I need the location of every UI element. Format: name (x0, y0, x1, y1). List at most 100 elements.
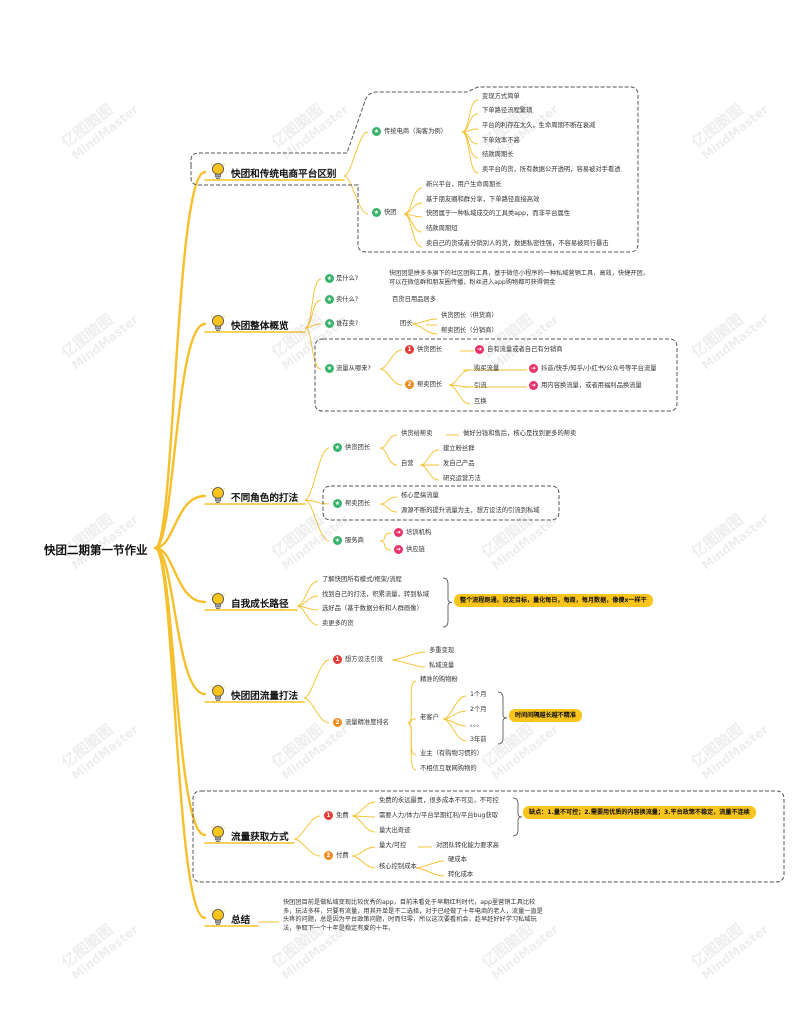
green-star-icon: ★ (333, 443, 342, 452)
branch-6-title[interactable]: 流量获取方式 (231, 832, 289, 843)
b3-helper-item[interactable]: 源源不断的提升流量为主，想方设法的引流到私域 (401, 507, 540, 514)
b3-supply-to-helper[interactable]: 供货给帮卖 (401, 430, 433, 437)
arrow-right-icon: ➜ (394, 528, 403, 537)
number-1-icon: 1 (405, 345, 414, 354)
b5-callout[interactable]: 时间间隔越长越不精准 (509, 709, 582, 722)
root-topic[interactable]: 快团二期第一节作业 (44, 543, 148, 557)
b2-q-sell-what[interactable]: 卖什么? (336, 296, 359, 303)
b5-attract-item[interactable]: 多重变现 (429, 647, 455, 654)
b1-n1-item[interactable]: 变现方式简单 (482, 93, 520, 100)
b1-n1-item[interactable]: 下单路径流程繁琐 (482, 107, 533, 114)
b5-old-item[interactable]: 1个月 (470, 691, 487, 698)
b5-old-customer[interactable]: 老客户 (420, 714, 439, 721)
b1-n2-item[interactable]: 卖自己的货或者分销别人的货，数据私密性强，不容易被同行暴击 (426, 240, 609, 247)
b1-node-kuaituan[interactable]: 快团 (384, 209, 397, 216)
lightbulb-icon (210, 908, 226, 925)
b1-node-traditional[interactable]: 传统电商（淘客为例） (384, 128, 447, 135)
dashed-frames (190, 86, 785, 883)
branch-2-title[interactable]: 快团整体概览 (231, 321, 289, 332)
branch-3-title[interactable]: 不同角色的打法 (231, 493, 299, 504)
b5-rest-item[interactable]: 不相信互联网购物的 (420, 765, 477, 772)
b1-n2-item[interactable]: 基于朋友圈和群分享，下单路径直接高效 (426, 196, 540, 203)
b6-paid[interactable]: 付费 (336, 852, 349, 859)
arrow-right-icon: ➜ (529, 364, 538, 373)
lightbulb-icon (210, 825, 226, 842)
b1-n2-item[interactable]: 结款周期短 (426, 225, 458, 232)
b2-attract[interactable]: 引流 (474, 382, 487, 389)
branch-connector-lines (153, 170, 345, 927)
b2-q-who-item[interactable]: 供货团长（供货商） (441, 312, 498, 319)
b3-helper[interactable]: 帮卖团长 (345, 500, 371, 507)
b3-service-item[interactable]: 培训机构 (406, 529, 432, 536)
b2-buy-traffic-leaf[interactable]: 抖音/快手/知乎/小红书/公众号等平台流量 (541, 365, 657, 372)
b5-old-item[interactable]: 。。。 (470, 721, 483, 728)
b2-q-what[interactable]: 是什么? (336, 275, 359, 282)
b5-old-item[interactable]: 3年前 (470, 736, 487, 743)
b4-item[interactable]: 卖更多的货 (322, 620, 354, 627)
b5-attract[interactable]: 想方设法引流 (345, 656, 383, 663)
b3-self-run-item[interactable]: 建立粉丝群 (443, 445, 475, 452)
b2-q-who[interactable]: 谁在卖? (336, 320, 359, 327)
b6-core-cost-item[interactable]: 硬成本 (448, 856, 467, 863)
b4-item[interactable]: 选好品（基于数据分析和人群画像） (322, 605, 423, 612)
lightbulb-icon (210, 684, 226, 701)
b6-core-cost[interactable]: 核心控制成本 (379, 863, 417, 870)
branch-4-title[interactable]: 自我成长路径 (231, 599, 289, 610)
b2-q-what-text[interactable]: 快团团是拼多多旗下的社区团购工具，基于微信小程序的一种私域营销工具，高效，快捷开… (389, 270, 649, 286)
b4-item[interactable]: 了解快团所有模式/框架/流程 (322, 576, 402, 583)
b6-paid-item[interactable]: 量大/可控 (379, 842, 407, 849)
b3-self-run[interactable]: 自营 (401, 460, 414, 467)
b5-precision[interactable]: 流量精准度排名 (345, 719, 390, 726)
b3-self-run-item[interactable]: 发自己产品 (443, 460, 475, 467)
branch-1-title[interactable]: 快团和传统电商平台区别 (231, 169, 337, 180)
b5-rest-item[interactable]: 业主（有购物习惯的） (420, 750, 483, 757)
arrow-right-icon: ➜ (529, 381, 538, 390)
b4-summary-callout[interactable]: 整个流程跑通，设定目标，量化每日，每周，每月数据，像傻x一样干 (454, 594, 653, 607)
b6-free-item[interactable]: 免费的永远最贵，很多成本不可见，不可控 (379, 797, 499, 804)
b2-traffic-supplier-leaf[interactable]: 自有流量或者自己有分销商 (487, 346, 563, 353)
b6-free-item[interactable]: 量大出奇迹 (379, 827, 411, 834)
b5-old-item[interactable]: 2个月 (470, 706, 487, 713)
green-star-icon: ★ (333, 499, 342, 508)
b4-item[interactable]: 找到自己的打法，积累流量，转到私域 (322, 591, 430, 598)
green-star-icon: ★ (325, 364, 334, 373)
b1-n1-item[interactable]: 平台的利存在太久，生命周期不断在衰减 (482, 122, 596, 129)
number-1-icon: 1 (324, 811, 333, 820)
b6-paid-leaf[interactable]: 对团队转化能力要求高 (436, 842, 499, 849)
b1-n2-item[interactable]: 快团属于一种私域成交的工具类app，而非平台属性 (426, 210, 571, 217)
b3-service-item[interactable]: 供应链 (406, 546, 425, 553)
b1-n1-item[interactable]: 卖平台的货，所有数据公开透明，容易被对手看透 (482, 166, 621, 173)
b3-supplier[interactable]: 供货团长 (345, 444, 371, 451)
b1-n2-item[interactable]: 新兴平台，用户生命周期长 (426, 181, 502, 188)
b2-mutual[interactable]: 互换 (474, 398, 487, 405)
b1-n1-item[interactable]: 结款周期长 (482, 151, 514, 158)
b2-q-traffic[interactable]: 流量从哪来? (336, 365, 371, 372)
b6-core-cost-item[interactable]: 转化成本 (448, 871, 474, 878)
b2-traffic-supplier[interactable]: 供货团长 (417, 346, 443, 353)
b3-service[interactable]: 服务商 (345, 537, 364, 544)
b5-attract-item[interactable]: 私域流量 (429, 662, 455, 669)
b6-drawbacks-callout[interactable]: 缺点：1.量不可控；2.需要用优质的内容换流量；3.平台政策不稳定，流量不连续 (523, 806, 756, 819)
number-2-icon: 2 (405, 380, 414, 389)
b2-q-who-mid[interactable]: 团长 (400, 320, 413, 327)
b5-precision-top[interactable]: 精准的购物粉 (420, 676, 458, 683)
b2-q-who-item[interactable]: 帮卖团长（分销商） (441, 327, 498, 334)
b2-buy-traffic[interactable]: 购买流量 (474, 365, 500, 372)
branch-7-title[interactable]: 总结 (231, 915, 251, 926)
b6-free-item[interactable]: 需要人力/体力/平台早期红利/平台bug获取 (379, 812, 499, 819)
b3-self-run-item[interactable]: 研究运营方法 (443, 475, 481, 482)
b2-q-sell-what-text[interactable]: 百货日用品居多 (392, 296, 437, 303)
b2-attract-leaf[interactable]: 用内容换流量，或者用福利品换流量 (541, 382, 642, 389)
branch-5-title[interactable]: 快团团流量打法 (231, 691, 299, 702)
number-1-icon: 1 (333, 655, 342, 664)
b7-summary-text[interactable]: 快团团目前是做私域变现比较优秀的app，目前未看处于早期红利时代，app里营销工… (283, 899, 543, 932)
b1-n1-item[interactable]: 下单效率不高 (482, 137, 520, 144)
green-star-icon: ★ (372, 127, 381, 136)
b6-free[interactable]: 免费 (336, 812, 349, 819)
b3-supply-to-helper-leaf[interactable]: 做好分钱和售后，核心是找到更多的帮卖 (463, 430, 577, 437)
green-star-icon: ★ (325, 319, 334, 328)
sub-connector-lines (258, 99, 527, 923)
lightbulb-icon (210, 314, 226, 331)
b2-traffic-helper[interactable]: 帮卖团长 (417, 381, 443, 388)
b3-helper-item[interactable]: 核心是搞流量 (401, 492, 439, 499)
